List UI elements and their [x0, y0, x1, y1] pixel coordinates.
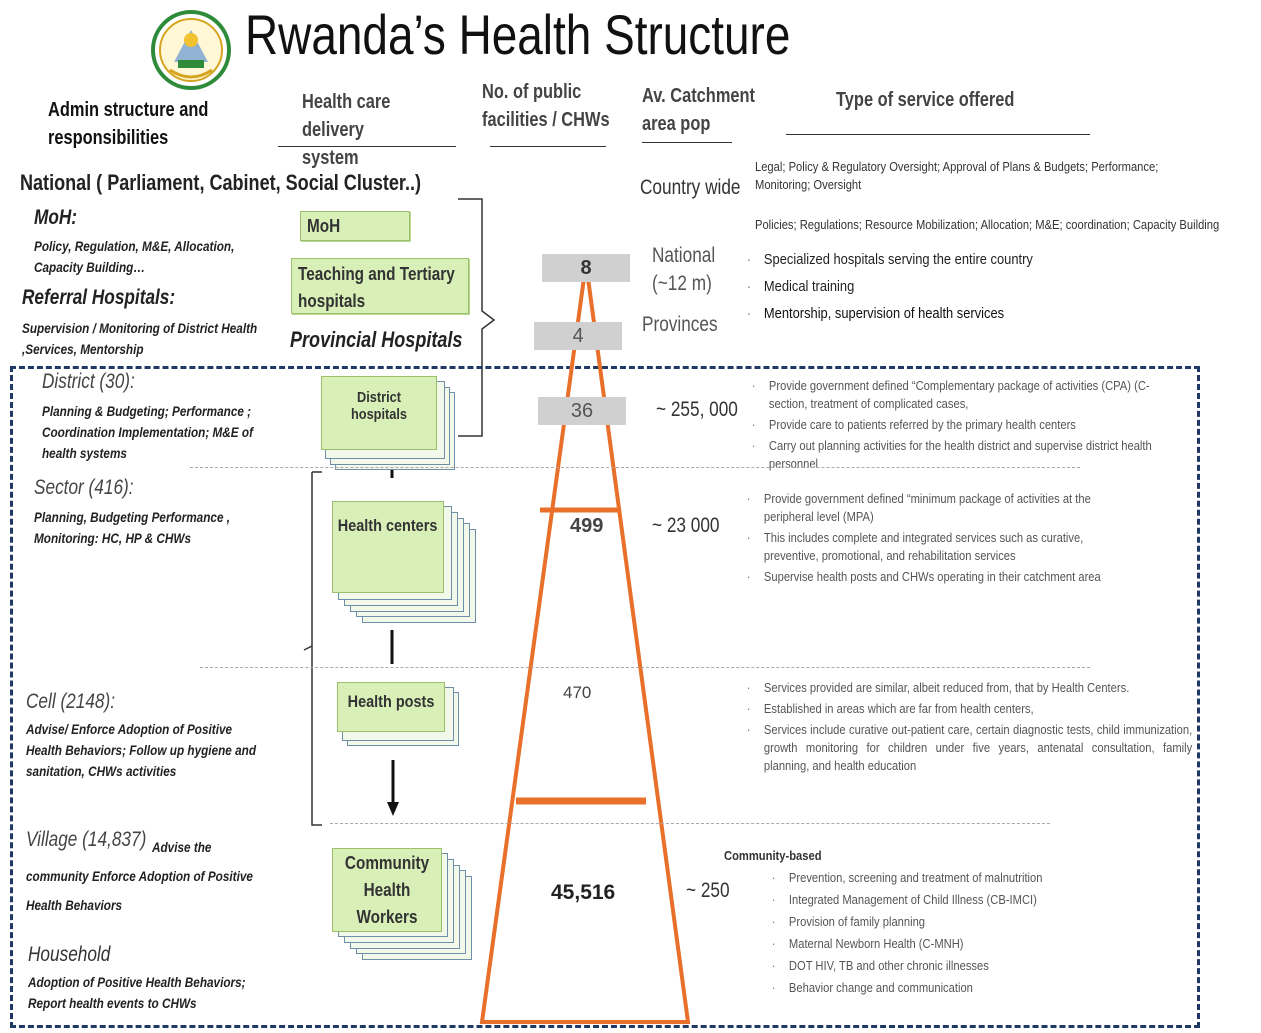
district-description: Planning & Budgeting; Performance ; Coor… — [42, 403, 254, 461]
health-centers-label: Health centers — [338, 516, 438, 535]
header-underline — [786, 134, 1090, 135]
referral-heading: Referral Hospitals: — [22, 286, 176, 309]
district-heading: District (30): — [42, 370, 135, 393]
teaching-hospitals-label: Teaching and Tertiary hospitals — [298, 264, 455, 311]
village-description: Advise the community Enforce Adoption of… — [26, 839, 253, 913]
moh-heading: MoH: — [34, 206, 78, 229]
sector-heading: Sector (416): — [34, 476, 134, 499]
separator-line — [200, 667, 1090, 668]
header-underline — [278, 146, 456, 147]
rwanda-logo — [150, 10, 232, 90]
household-heading: Household — [28, 943, 111, 966]
sector-service-item: Provide government defined “minimum pack… — [747, 490, 1141, 526]
national-catchment: Country wide — [640, 176, 741, 199]
sector-catchment: ~ 23 000 — [652, 514, 720, 537]
village-service-item: Behavior change and communication — [772, 978, 1080, 997]
district-service-item: Provide care to patients referred by the… — [752, 416, 1184, 434]
district-service-item: Provide government defined “Complementar… — [752, 377, 1184, 413]
referral-description: Supervision / Monitoring of District Hea… — [22, 320, 258, 357]
community-health-workers-label: Community Health Workers — [344, 852, 430, 927]
district-hospitals-label: District hospitals — [351, 389, 407, 423]
village-catchment: ~ 250 — [686, 879, 730, 902]
village-service-item: Provision of family planning — [772, 912, 1080, 931]
national-services-2: Policies; Regulations; Resource Mobiliza… — [755, 217, 1220, 232]
pyramid — [479, 276, 691, 1024]
referral-service-item: Mentorship, supervision of health servic… — [747, 304, 1055, 324]
column-header-admin: Admin structure and responsibilities — [48, 99, 209, 149]
column-header-facilities: No. of public facilities / CHWs — [482, 81, 610, 131]
sector-service-item: Supervise health posts and CHWs operatin… — [747, 568, 1141, 586]
cell-service-item: Services include curative out-patient ca… — [747, 721, 1192, 775]
household-description: Adoption of Positive Health Behaviors; R… — [28, 974, 246, 1011]
header-underline — [490, 146, 606, 147]
column-header-catchment: Av. Catchment area pop — [642, 85, 756, 135]
column-header-delivery: Health care delivery system — [302, 91, 391, 169]
catchment-national: National (~12 m) — [652, 244, 716, 295]
district-services: Provide government defined “Complementar… — [750, 377, 1184, 476]
count-sector: 499 — [570, 515, 604, 537]
count-provinces: 4 — [534, 322, 622, 350]
provincial-hospitals-label: Provincial Hospitals — [290, 327, 463, 352]
village-service-item: Integrated Management of Child Illness (… — [772, 890, 1080, 909]
cell-services: Services provided are similar, albeit re… — [745, 679, 1192, 778]
level-connector — [303, 470, 399, 826]
sector-description: Planning, Budgeting Performance , Monito… — [34, 509, 231, 546]
count-village: 45,516 — [551, 881, 616, 904]
catchment-provinces: Provinces — [642, 313, 718, 336]
sector-services: Provide government defined “minimum pack… — [745, 490, 1141, 589]
count-cell: 470 — [563, 683, 592, 702]
separator-line — [190, 467, 1080, 468]
referral-services: Specialized hospitals serving the entire… — [745, 250, 1055, 327]
cell-heading: Cell (2148): — [26, 690, 116, 713]
village-service-item: DOT HIV, TB and other chronic illnesses — [772, 956, 1080, 975]
village-service-item: Maternal Newborn Health (C-MNH) — [772, 934, 1080, 953]
moh-box: MoH — [300, 211, 410, 241]
count-district: 36 — [538, 397, 626, 425]
moh-description: Policy, Regulation, M&E, Allocation, Cap… — [34, 238, 235, 275]
village-heading: Village (14,837) — [26, 828, 147, 851]
page-title: Rwanda’s Health Structure — [245, 3, 791, 66]
district-level-dashed-box — [10, 366, 1200, 1028]
health-posts-label: Health posts — [347, 692, 435, 711]
cell-service-item: Services provided are similar, albeit re… — [747, 679, 1192, 697]
referral-service-item: Specialized hospitals serving the entire… — [747, 250, 1055, 270]
national-label: National ( Parliament, Cabinet, Social C… — [20, 170, 421, 195]
separator-line — [330, 823, 1050, 824]
count-national: 8 — [542, 254, 630, 282]
national-services-1: Legal; Policy & Regulatory Oversight; Ap… — [755, 159, 1159, 192]
village-services: Prevention, screening and treatment of m… — [770, 868, 1080, 1000]
header-underline — [642, 142, 732, 143]
hospital-bracket — [458, 198, 496, 437]
referral-service-item: Medical training — [747, 277, 1055, 297]
village-service-item: Prevention, screening and treatment of m… — [772, 868, 1080, 887]
sector-service-item: This includes complete and integrated se… — [747, 529, 1141, 565]
moh-box-label: MoH — [307, 216, 341, 236]
village-services-title: Community-based — [724, 848, 822, 863]
column-header-services: Type of service offered — [836, 89, 1015, 111]
teaching-hospitals-box: Teaching and Tertiary hospitals — [291, 258, 469, 314]
district-catchment: ~ 255, 000 — [656, 398, 738, 421]
cell-description: Advise/ Enforce Adoption of Positive Hea… — [26, 721, 257, 779]
cell-service-item: Established in areas which are far from … — [747, 700, 1192, 718]
